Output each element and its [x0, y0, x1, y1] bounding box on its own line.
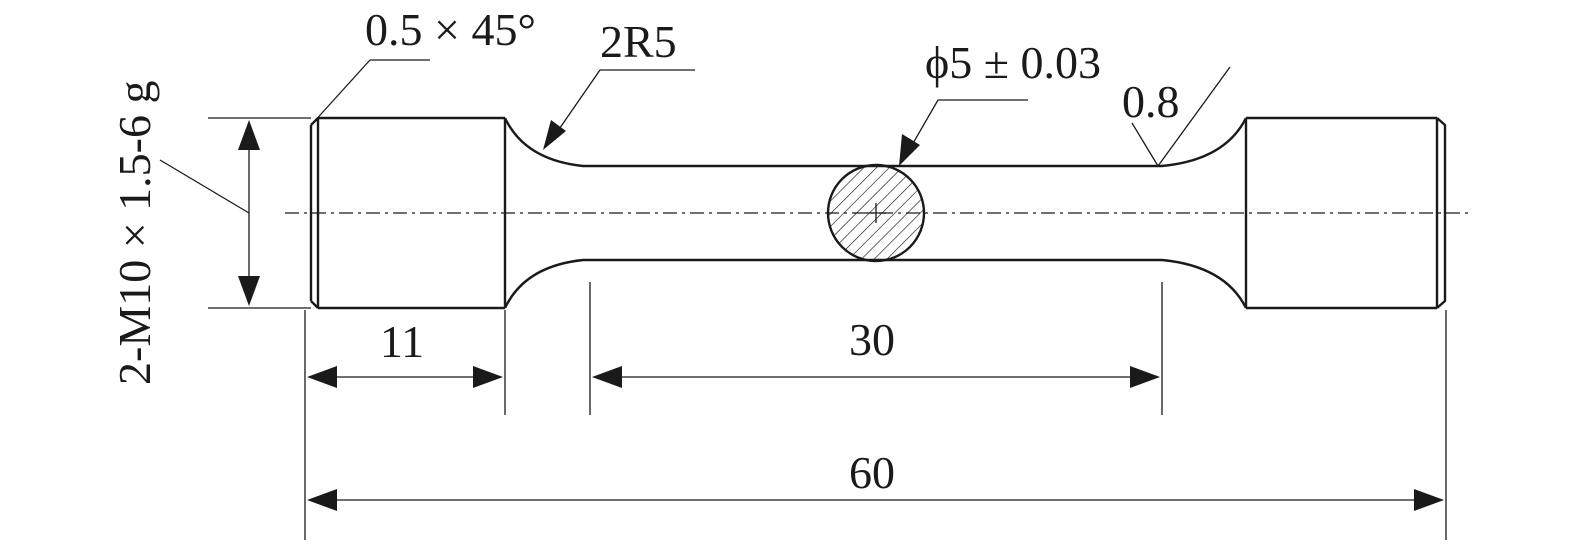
- diameter-leader: [899, 99, 1028, 166]
- radius-label: 2R5: [600, 16, 677, 67]
- total-length-dimension: [307, 310, 1447, 540]
- total-length-label: 60: [849, 447, 895, 498]
- right-grip-outline: [1244, 116, 1447, 310]
- roughness-label: 0.8: [1122, 76, 1180, 127]
- chamfer-label: 0.5 × 45°: [365, 4, 536, 55]
- grip-length-dimension: [304, 310, 506, 540]
- cross-section: [826, 163, 926, 263]
- thread-dimension: [159, 117, 311, 309]
- roughness-symbol: [1131, 66, 1231, 167]
- thread-spec-label: 2-M10 × 1.5-6 g: [109, 81, 160, 385]
- diameter-label: ϕ5 ± 0.03: [925, 37, 1101, 88]
- radius-leader: [543, 69, 695, 150]
- grip-length-label: 11: [380, 316, 424, 367]
- gauge-length-label: 30: [849, 314, 895, 365]
- chamfer-leader: [311, 59, 430, 125]
- gauge-length-dimension: [589, 282, 1163, 415]
